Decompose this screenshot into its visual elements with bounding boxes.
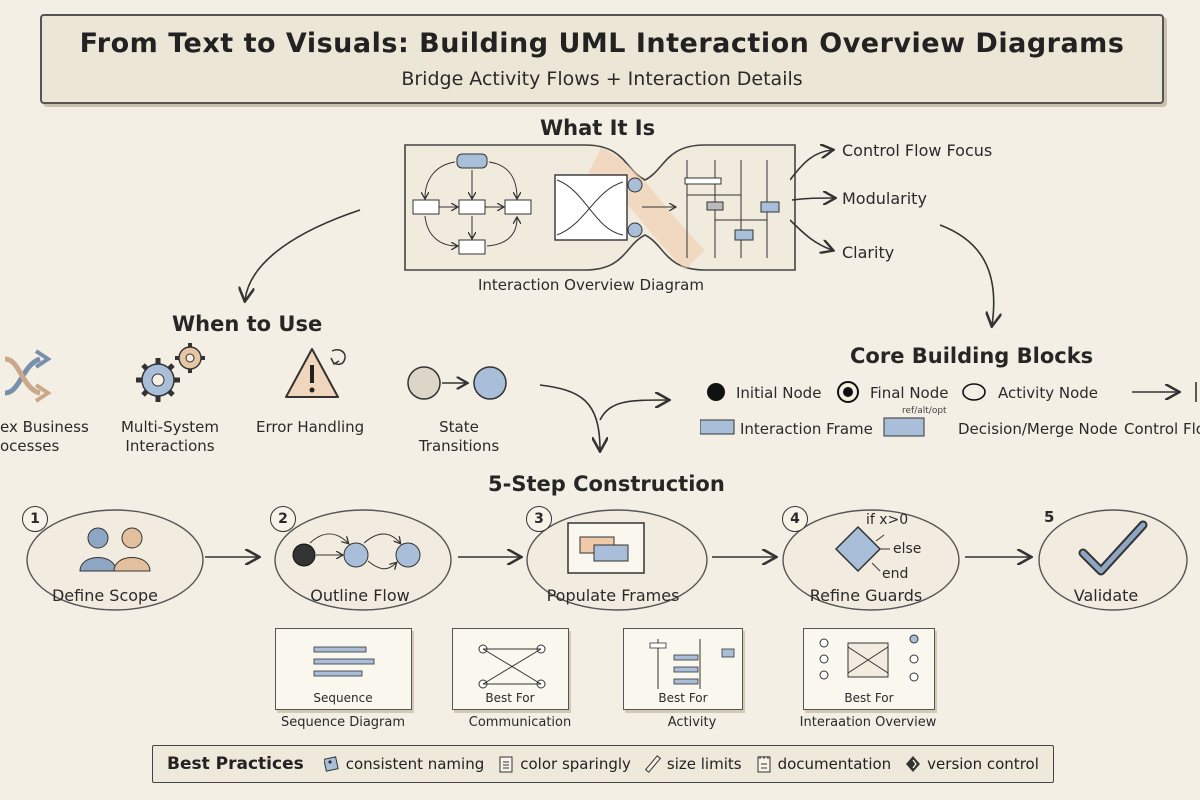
card-interaction-overview-caption: Interaation Overview [799,715,937,730]
card-interaction-overview-inner: Best For [844,691,894,705]
practice-color-sparingly: color sparingly [498,755,631,773]
guard-end: end [882,566,909,582]
when-to-use-heading: When to Use [172,312,323,336]
card-sequence: Sequence [275,628,412,710]
title-banner: From Text to Visuals: Building UML Inter… [40,14,1164,104]
practice-documentation: documentation [756,755,892,773]
card-activity-inner: Best For [658,691,708,705]
step-4-number: 4 [782,506,808,532]
practice-label: size limits [666,755,742,773]
sequence-lines-icon [313,646,375,677]
benefit-modularity: Modularity [842,189,927,208]
core-final-node: Final Node [870,384,949,402]
step-3-circle [526,509,708,611]
use-case-error-handling: Error Handling [256,418,365,436]
communication-network-icon [478,644,546,689]
interaction-overview-illustration [404,144,796,271]
use-case-multi-system-line2: Interactions [125,437,215,455]
best-practices-title: Best Practices [167,754,304,774]
frame-operator-tag: ref/alt/opt [902,406,947,416]
step-2-circle [274,509,452,611]
gears-icon [136,343,205,402]
core-decision-merge: Decision/Merge Node [958,420,1118,438]
clipboard-icon [499,756,513,773]
card-communication: Best For [452,628,569,710]
step-1-number: 1 [22,506,48,532]
card-sequence-inner: Sequence [313,691,373,705]
practice-size-limits: size limits [644,755,742,773]
step-4-label: Refine Guards [809,586,923,605]
practice-label: color sparingly [520,755,631,773]
card-activity-caption: Activity [667,715,717,730]
step-5-circle [1038,509,1188,611]
step-2-label: Outline Flow [310,586,410,605]
core-activity-node: Activity Node [998,384,1099,402]
step-1-circle [26,509,204,611]
practice-label: documentation [777,755,892,773]
core-blocks-heading: Core Building Blocks [850,344,1094,368]
use-case-multi-system-line1: Multi-System [120,418,220,436]
final-node-icon [837,381,859,403]
card-sequence-caption: Sequence Diagram [280,715,406,730]
step-5-number: 5 [1044,508,1055,526]
practice-version-control: version control [905,755,1039,773]
use-case-state-line2: Transitions [418,437,500,455]
document-icon [757,756,771,773]
page-title: From Text to Visuals: Building UML Inter… [79,28,1125,59]
use-case-state-line1: State [439,418,479,436]
card-activity: Best For [623,628,743,710]
guard-else: else [893,541,922,557]
use-case-business-line2: ocesses [0,437,60,455]
warning-icon [285,348,346,398]
card-communication-inner: Best For [485,691,535,705]
arrows-icon [4,349,52,403]
step-1-label: Define Scope [51,586,159,605]
diamond-icon [906,756,921,772]
benefit-control-flow: Control Flow Focus [842,141,993,160]
what-it-is-heading: What It Is [540,116,656,140]
benefit-clarity: Clarity [842,243,895,262]
state-transition-icon [407,366,507,400]
core-interaction-frame: Interaction Frame [740,420,873,438]
practice-label: version control [927,755,1039,773]
step-4-circle [782,509,960,611]
best-practices-bar: Best Practices consistent naming color s… [152,745,1054,783]
guard-if: if x>0 [866,512,909,528]
practice-label: consistent naming [345,755,485,773]
page-subtitle: Bridge Activity Flows + Interaction Deta… [401,68,803,90]
practice-consistent-naming: consistent naming [323,755,485,773]
what-it-is-caption: Interaction Overview Diagram [478,276,704,294]
core-control-flow: Control Flo [1124,420,1200,438]
core-initial-node: Initial Node [736,384,822,402]
benefit-arrows [790,140,850,260]
card-communication-caption: Communication [468,715,572,730]
activity-node-icon [962,383,986,401]
step-3-label: Populate Frames [546,586,680,605]
initial-node-icon [707,383,725,401]
use-case-business-line1: ex Business [0,418,89,436]
step-5-label: Validate [1073,586,1139,605]
step-2-number: 2 [270,506,296,532]
interaction-overview-mini-icon [819,634,919,682]
interaction-frame-icon [700,419,735,435]
ruler-icon [644,755,661,773]
tag-icon [323,756,339,772]
construction-heading: 5-Step Construction [488,472,725,496]
step-3-number: 3 [526,506,552,532]
activity-flow-icon [649,639,735,689]
card-interaction-overview: Best For [803,628,935,710]
core-block-symbols [700,381,1197,437]
